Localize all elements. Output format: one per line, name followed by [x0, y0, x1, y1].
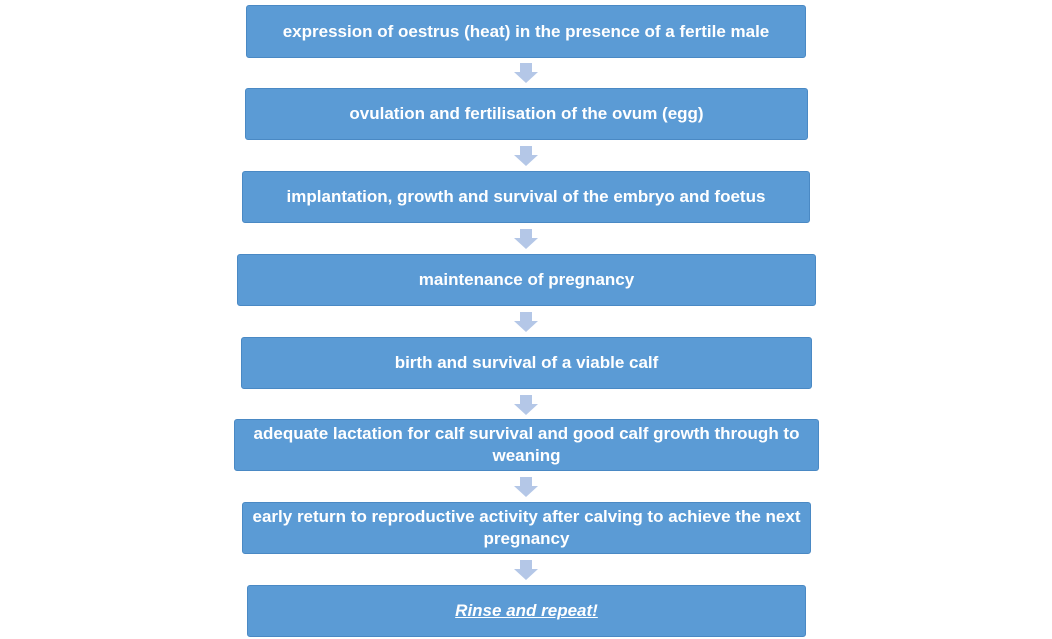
down-arrow-icon [514, 229, 538, 249]
step-ovulation-box: ovulation and fertilisation of the ovum … [245, 88, 808, 140]
step-implantation-box: implantation, growth and survival of the… [242, 171, 810, 223]
down-arrow-icon [514, 146, 538, 166]
step-repeat-label: Rinse and repeat! [455, 601, 598, 620]
step-birth-label: birth and survival of a viable calf [394, 353, 659, 372]
down-arrow-icon [514, 477, 538, 497]
step-return-box: early return to reproductive activity af… [242, 502, 811, 554]
down-arrow-icon [514, 395, 538, 415]
step-pregnancy-box: maintenance of pregnancy [237, 254, 816, 306]
step-lactation-box: adequate lactation for calf survival and… [234, 419, 819, 471]
step-pregnancy-label: maintenance of pregnancy [418, 270, 635, 289]
step-ovulation-label: ovulation and fertilisation of the ovum … [349, 104, 704, 123]
down-arrow-icon [514, 63, 538, 83]
step-implantation-label: implantation, growth and survival of the… [286, 187, 766, 206]
step-oestrus-label: expression of oestrus (heat) in the pres… [282, 21, 770, 41]
step-repeat-box: Rinse and repeat! [247, 585, 806, 637]
down-arrow-icon [514, 560, 538, 580]
down-arrow-icon [514, 312, 538, 332]
step-lactation-label: adequate lactation for calf survival and… [253, 424, 800, 465]
step-birth-box: birth and survival of a viable calf [241, 337, 812, 389]
step-oestrus-box: expression of oestrus (heat) in the pres… [246, 5, 806, 58]
step-return-label: early return to reproductive activity af… [252, 507, 801, 548]
